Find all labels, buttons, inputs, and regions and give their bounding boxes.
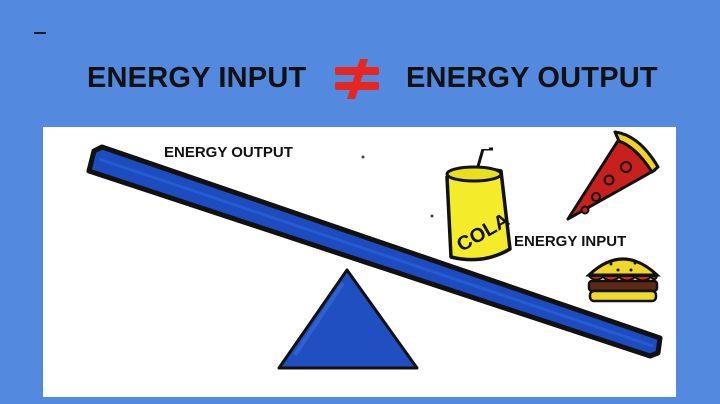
seesaw-illustration: COLA bbox=[86, 130, 663, 370]
slide-dash bbox=[34, 32, 46, 34]
not-equal-icon bbox=[335, 59, 379, 99]
slide-title-left: ENERGY INPUT bbox=[87, 62, 307, 94]
slide-title-right: ENERGY OUTPUT bbox=[406, 62, 658, 94]
illustration-panel: COLA ENERGY OUTPUT ENERGY INPUT bbox=[43, 127, 676, 397]
bottom-border bbox=[0, 399, 720, 404]
energy-output-label: ENERGY OUTPUT bbox=[164, 144, 293, 161]
burger-icon bbox=[585, 257, 661, 303]
cola-can-icon: COLA bbox=[445, 147, 513, 262]
pizza-slice-icon bbox=[566, 130, 660, 221]
seesaw-plank bbox=[86, 144, 663, 359]
seesaw-fulcrum bbox=[277, 268, 419, 370]
energy-input-label: ENERGY INPUT bbox=[514, 233, 627, 250]
